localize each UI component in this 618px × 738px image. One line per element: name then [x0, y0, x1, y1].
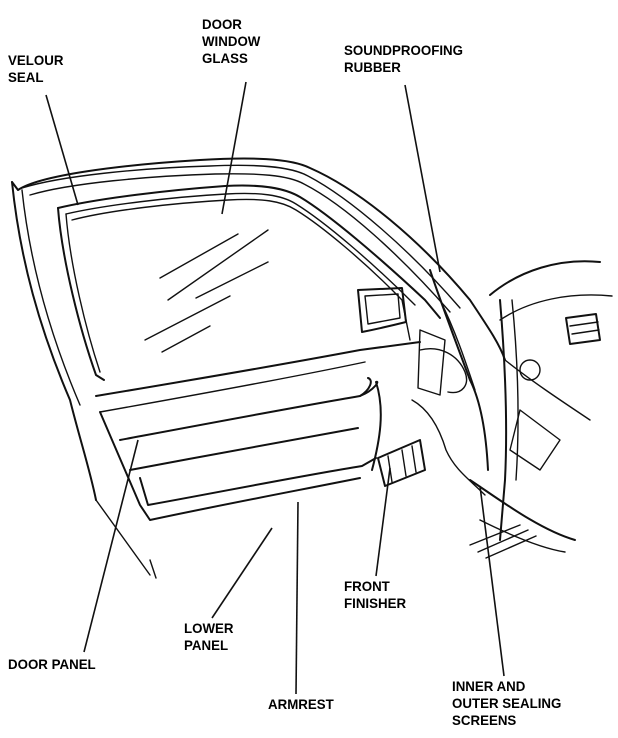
- door-left-edge: [11, 181, 97, 501]
- glass-reflection-3: [195, 261, 269, 299]
- dash-knob: [519, 359, 541, 381]
- velour-seal-left-inner: [65, 213, 101, 373]
- leader-front-finisher: [375, 467, 391, 577]
- door-belt-line-2: [99, 361, 366, 413]
- door-frame-inner-2: [29, 173, 451, 313]
- leader-lower-panel: [211, 527, 273, 619]
- door-left-edge-inner: [21, 189, 81, 406]
- label-soundproofing-rubber: SOUNDPROOFING RUBBER: [344, 42, 463, 75]
- body-sill-2: [479, 519, 566, 553]
- wiring-harness: [411, 399, 486, 496]
- hinge-pillar: [429, 269, 489, 471]
- dash-vent: [565, 313, 601, 345]
- side-mirror: [357, 287, 407, 333]
- door-outer-frame: [11, 157, 506, 361]
- soundproofing-rubber: [417, 329, 446, 396]
- leader-door-window-glass: [221, 81, 247, 215]
- label-door-window-glass: DOOR WINDOW GLASS: [202, 16, 261, 66]
- leader-door-panel: [83, 439, 139, 653]
- door-frame-inner-1: [21, 164, 461, 309]
- glass-reflection-5: [161, 325, 211, 353]
- glass-reflection-1: [159, 233, 239, 279]
- dash-a-pillar: [489, 260, 601, 296]
- label-lower-panel: LOWER PANEL: [184, 620, 234, 653]
- floor-lines: [469, 524, 537, 559]
- label-velour-seal: VELOUR SEAL: [8, 52, 64, 85]
- leader-velour-seal: [45, 94, 79, 206]
- velour-seal-channel-inner: [65, 192, 416, 306]
- glass-reflection-2: [167, 229, 269, 301]
- glass-reflection-4: [144, 295, 231, 341]
- leader-sealing-screens: [479, 485, 505, 677]
- dash-lower: [504, 359, 591, 421]
- label-inner-outer-sealing-screens: INNER AND OUTER SEALING SCREENS: [452, 678, 562, 728]
- window-glass-outline: [71, 198, 411, 341]
- armrest-upper: [119, 377, 372, 441]
- leader-armrest: [295, 501, 299, 695]
- b-pillar-2: [511, 299, 519, 481]
- side-mirror-inner: [364, 293, 401, 325]
- armrest-end: [359, 380, 382, 471]
- door-panel-body: [99, 411, 361, 521]
- label-door-panel: DOOR PANEL: [8, 656, 96, 672]
- velour-seal-channel: [57, 184, 441, 319]
- armrest-lower: [129, 427, 359, 471]
- velour-seal-left: [57, 207, 105, 381]
- b-pillar: [499, 299, 508, 541]
- hinge-pillar-2: [439, 299, 476, 391]
- hinge-detail: [419, 348, 468, 394]
- door-lower-edge: [95, 499, 157, 579]
- armrest-pocket: [139, 457, 377, 506]
- dash-panel: [509, 409, 561, 471]
- dash-top: [499, 294, 613, 321]
- door-belt-line: [95, 341, 421, 397]
- front-finisher-block: [377, 439, 426, 487]
- label-armrest: ARMREST: [268, 696, 334, 712]
- label-front-finisher: FRONT FINISHER: [344, 578, 407, 611]
- dash-vent-slats: [569, 321, 600, 335]
- leader-soundproofing-rubber: [404, 84, 441, 273]
